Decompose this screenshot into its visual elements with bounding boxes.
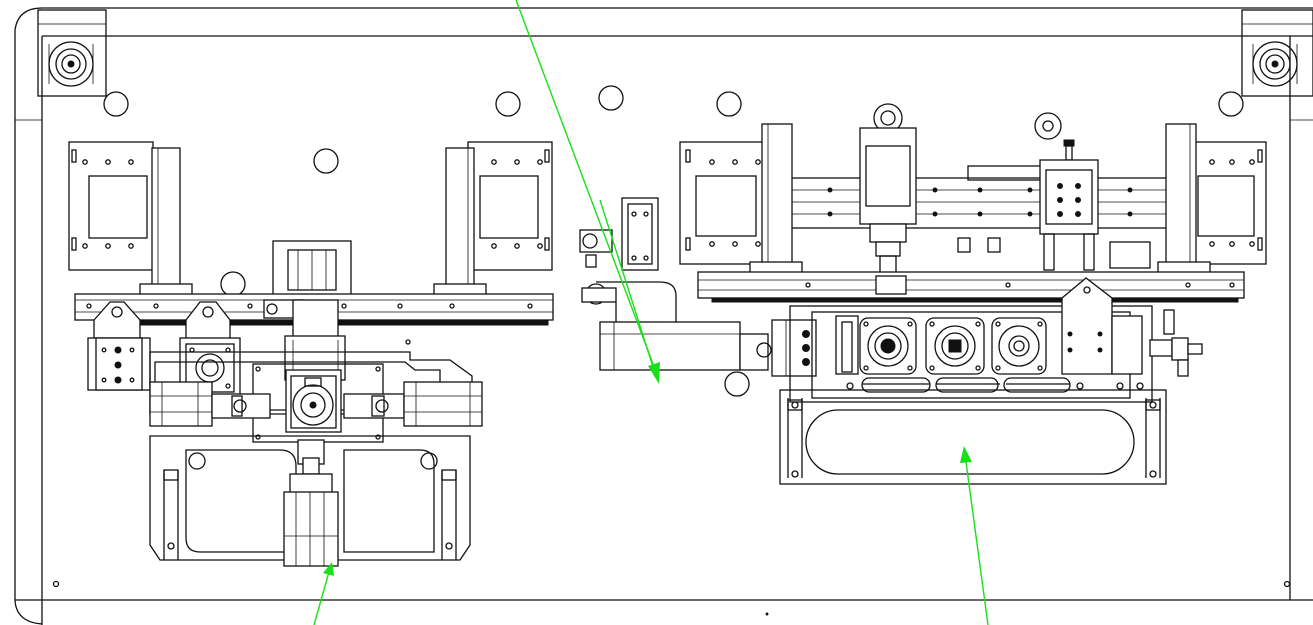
middle-cylinder (599, 321, 741, 371)
left-assembly (68, 141, 554, 567)
corner-mount-right (1241, 9, 1313, 97)
arrow-line (515, 0, 657, 373)
chuck-3 (991, 317, 1047, 375)
air-fitting (1149, 309, 1203, 377)
arrow-line (313, 571, 330, 625)
chuck-1 (859, 317, 917, 375)
annotation-arrows (313, 0, 989, 625)
arrow-head (323, 562, 334, 576)
left-bracket-a (68, 141, 154, 271)
arrow-line (965, 461, 989, 625)
right-bracket-b (1185, 141, 1267, 265)
right-tray (779, 389, 1167, 485)
spindle-carriage (859, 103, 917, 275)
screw-hole (1283, 580, 1291, 588)
right-bracket-a (679, 141, 769, 265)
vertical-post (445, 147, 475, 287)
left-bracket-b (467, 141, 553, 271)
left-carriage-1 (87, 301, 151, 391)
middle-assembly (579, 197, 817, 377)
gripper-side-block (1061, 277, 1143, 375)
bottom-cylinder (283, 439, 339, 567)
left-cylinder (149, 381, 271, 427)
base-plate (14, 7, 1313, 625)
right-linear-rail (697, 271, 1245, 303)
motor-bracket (284, 299, 346, 381)
plate-holes (103, 85, 1244, 397)
motor (285, 369, 342, 433)
right-assembly (679, 103, 1267, 485)
eye-bolt (1034, 112, 1075, 161)
right-cylinder (343, 381, 483, 427)
arrow-line (599, 199, 655, 371)
arrow-head (960, 446, 972, 463)
corner-mount-left (37, 9, 107, 97)
arrow-head (648, 362, 660, 384)
chuck-2 (925, 317, 985, 375)
screw-hole (52, 580, 60, 588)
vertical-post (151, 147, 181, 287)
vertical-post (1165, 123, 1197, 269)
upper-linear-guide (789, 165, 1171, 229)
right-carriage (1039, 159, 1099, 271)
vertical-post (761, 123, 793, 269)
